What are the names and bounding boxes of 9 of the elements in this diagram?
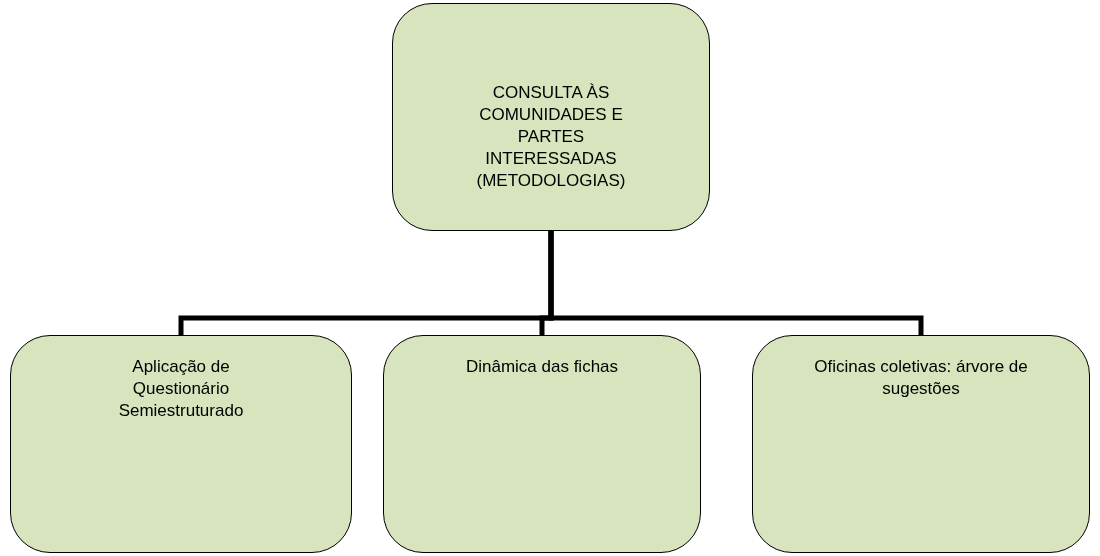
rounded-box xyxy=(752,335,1090,553)
box-text: Aplicação de Questionário Semiestruturado xyxy=(117,356,245,423)
box-text: CONSULTA ÀS COMUNIDADES E PARTES INTERESSADAS (METODOLOGIAS) xyxy=(475,81,627,193)
rounded-box xyxy=(383,335,701,553)
rounded-box xyxy=(392,3,710,231)
box-text: Oficinas coletivas: árvore de sugestões xyxy=(813,356,1029,401)
rounded-box xyxy=(10,335,352,553)
connector-line xyxy=(548,231,924,335)
box-text: Dinâmica das fichas xyxy=(465,356,619,378)
